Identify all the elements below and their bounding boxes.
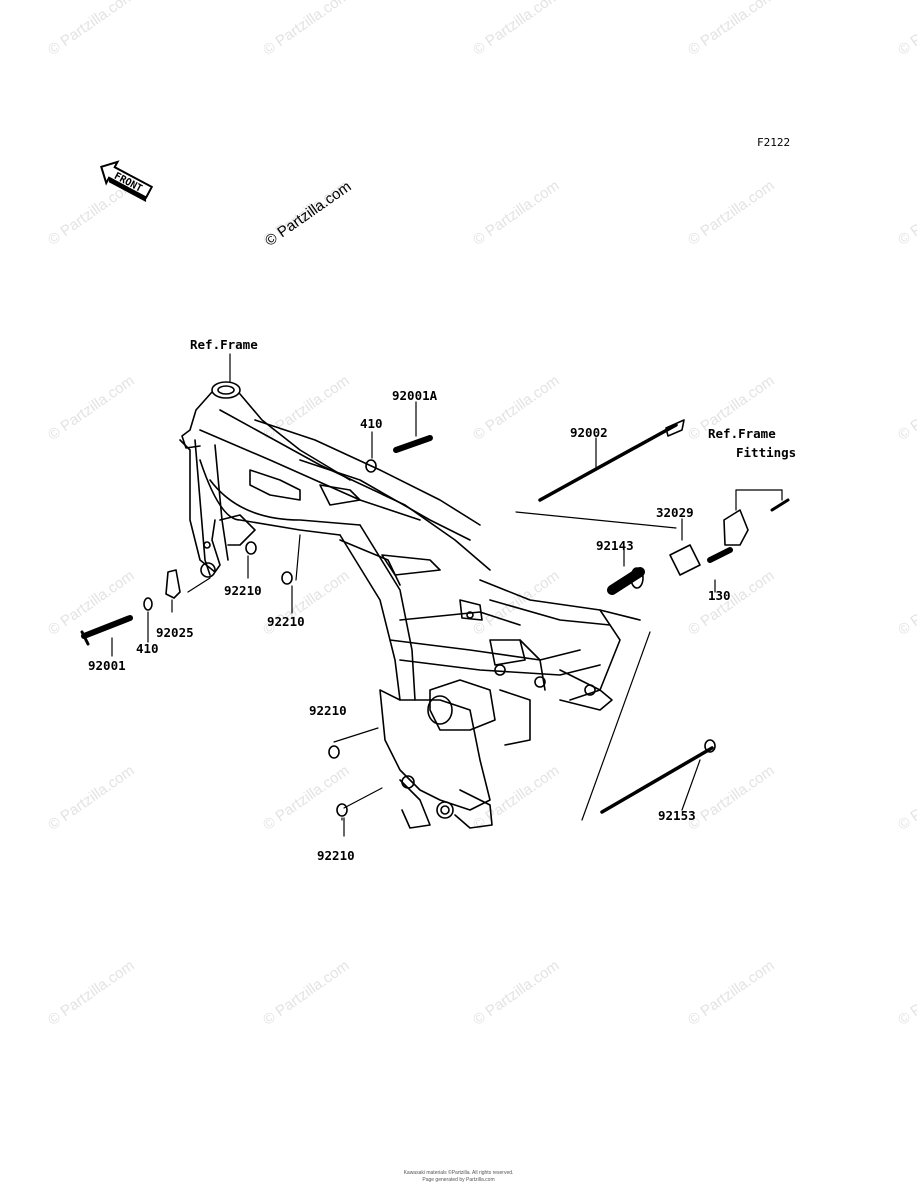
part-92153[interactable]: 92153	[658, 808, 696, 823]
part-410-left[interactable]: 410	[136, 641, 159, 656]
engine-mount-plate	[379, 689, 491, 811]
head-pipe	[211, 381, 241, 399]
ref-frame-label: Ref.Frame	[190, 337, 258, 352]
ref-frame-fittings-label-2: Fittings	[736, 445, 797, 460]
part-92210-c[interactable]: 92210	[309, 703, 347, 718]
ref-frame-fittings-label-1: Ref.Frame	[708, 426, 776, 441]
part-32029[interactable]: 32029	[656, 505, 694, 520]
front-arrow-icon: FRONT	[100, 160, 154, 202]
down-tube	[194, 439, 211, 576]
footer-line-2: Page generated by Partzilla.com	[422, 1177, 495, 1183]
part-410-top[interactable]: 410	[360, 416, 383, 431]
part-92210-b[interactable]: 92210	[267, 614, 305, 629]
part-92210-d[interactable]: 92210	[317, 848, 355, 863]
part-92001A[interactable]: 92001A	[392, 388, 438, 403]
part-92001[interactable]: 92001	[88, 658, 126, 673]
part-92025[interactable]: 92025	[156, 625, 194, 640]
part-92143[interactable]: 92143	[596, 538, 634, 553]
footer-line-1: Kawasaki materials ©Partzilla. All right…	[403, 1170, 514, 1176]
upper-tube-left	[199, 429, 421, 521]
part-92210-a[interactable]: 92210	[224, 583, 262, 598]
diagram-code: F2122	[757, 136, 791, 149]
part-130[interactable]: 130	[708, 588, 731, 603]
part-92002[interactable]: 92002	[570, 425, 608, 440]
